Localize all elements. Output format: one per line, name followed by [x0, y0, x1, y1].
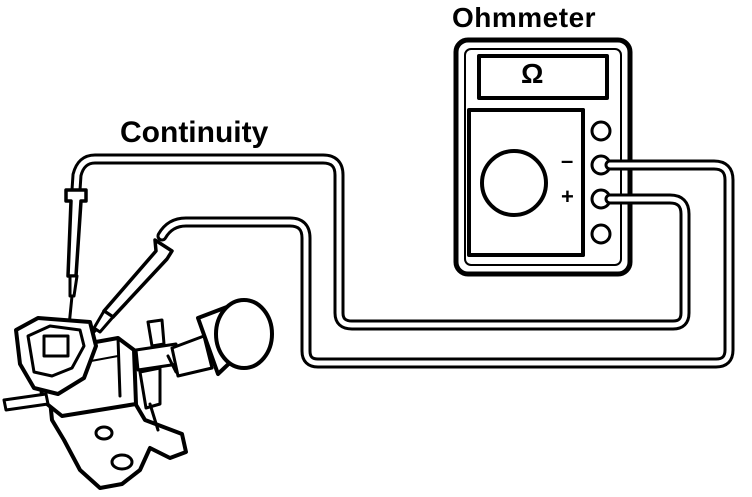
ohmmeter [453, 37, 633, 277]
plus-terminal-label: + [561, 184, 574, 209]
ohmmeter-selector-dial [480, 149, 548, 217]
solenoid-valve [2, 298, 274, 490]
probe-handle-left [64, 188, 88, 338]
ohm-symbol: Ω [521, 58, 544, 89]
continuity-label: Continuity [120, 116, 269, 149]
ohmmeter-display [477, 54, 609, 100]
test-lead-plus [70, 153, 691, 331]
bracket-hole [110, 453, 134, 471]
minus-terminal-label: – [561, 148, 574, 173]
ohmmeter-panel [467, 108, 585, 257]
meter-title: Ohmmeter [452, 2, 597, 33]
mounting-bracket [48, 396, 188, 490]
jack-1 [590, 120, 612, 142]
vacuum-nipple [146, 318, 166, 348]
ohmmeter-body-outer [453, 37, 633, 277]
jack-4 [590, 223, 612, 245]
ohmmeter-body-inner [464, 48, 622, 266]
test-lead-minus [156, 159, 735, 369]
